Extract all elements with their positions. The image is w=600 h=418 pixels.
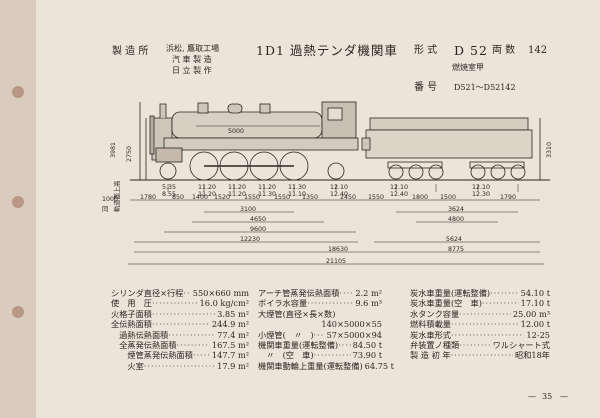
dim-18630: 18630: [328, 246, 349, 253]
dim-12230: 12230: [240, 236, 261, 243]
number-label: 番 号: [414, 82, 438, 93]
page-title: 1D1 過熱テンダ機関車: [256, 43, 398, 58]
binder-hole: [12, 306, 24, 318]
spec-column-2: アーチ管蒸発伝熱面積2.2 m² ボイラ水容量9.6 m³ 大煙管(直径×長×数…: [258, 288, 394, 371]
axle-load-2: 8.55: [162, 191, 177, 198]
spec-row: 使 用 圧16.0 kg/cm²: [111, 298, 249, 308]
axle-load-2: 11.30: [258, 191, 277, 198]
dim-21105: 21105: [326, 258, 347, 265]
axle-load: 11.20: [228, 184, 247, 191]
spec-row: 小煙管( 〃 )57×5000×94: [258, 330, 382, 340]
dim-1000: 1000: [102, 196, 119, 203]
page-number-dash: —: [560, 392, 568, 401]
dim-3310: 3310: [546, 141, 553, 158]
spec-row: 煙管蒸発伝熱面積147.7 m²: [111, 350, 249, 360]
spec-row: 炭水車重量(空 車)17.10 t: [410, 298, 550, 308]
dim-5624: 5624: [446, 236, 463, 243]
axle-load-2: 11.20: [228, 191, 247, 198]
dim-1550a: 1550: [244, 194, 261, 201]
spec-column-1: シリンダ直径×行程550×660 mm 使 用 圧16.0 kg/cm² 火格子…: [111, 288, 249, 371]
locomotive-svg: [128, 101, 550, 265]
spec-row: 火格子面積3.85 m²: [111, 309, 249, 319]
axle-load: 11.20: [198, 184, 217, 191]
maker-label: 製 造 所: [112, 46, 149, 57]
dim-1800: 1800: [412, 194, 429, 201]
spec-row: シリンダ直径×行程550×660 mm: [111, 288, 249, 298]
spec-row: 弁装置ノ種類ワルシャート式: [410, 340, 550, 350]
spec-row: 炭水車形式12-25: [410, 330, 550, 340]
dim-3981: 3981: [110, 141, 117, 158]
count-label: 両 数: [492, 45, 516, 56]
dim-1520: 1520: [214, 194, 231, 201]
dim-3624: 3624: [448, 206, 465, 213]
binding-spine: [0, 0, 36, 418]
dim-1500: 1500: [440, 194, 457, 201]
spec-row: 機関車動輪上重量(運転整備)64.75 t: [258, 360, 394, 371]
dim-2450: 2450: [340, 194, 357, 201]
number-value: D521～D52142: [454, 83, 516, 92]
axle-load: 11.30: [288, 184, 307, 191]
dim-1400: 1400: [192, 194, 209, 201]
fuel-note: 燃焼室甲: [452, 63, 484, 72]
binder-hole: [12, 86, 24, 98]
axle-load: 5.35: [162, 184, 177, 191]
dim-1350: 1350: [302, 194, 319, 201]
axle-load-2: 11.10: [288, 191, 307, 198]
dim-1790: 1790: [500, 194, 517, 201]
dim-5000: 5000: [228, 128, 245, 135]
axle-load: 12.10: [472, 184, 491, 191]
dim-4800: 4800: [448, 216, 465, 223]
dim-9600: 9600: [250, 226, 267, 233]
axle-load: 12.10: [390, 184, 409, 191]
type-label: 形 式: [414, 45, 438, 56]
spec-row: 過熱伝熱面積77.4 m²: [111, 330, 249, 340]
spec-row: 火室17.9 m²: [111, 361, 249, 371]
maker-2: 汽 車 製 造: [172, 55, 212, 64]
spec-row: 全蒸発伝熱面積167.5 m²: [111, 340, 249, 350]
dim-1780: 1780: [140, 194, 157, 201]
spec-row: 製 造 初 年昭和18年: [410, 350, 550, 360]
axle-load-2: 12.40: [330, 191, 349, 198]
maker-3: 日 立 製 作: [172, 66, 212, 75]
spec-row: 機関車重量(運転整備)84.50 t: [258, 340, 382, 350]
spec-row: ボイラ水容量9.6 m³: [258, 298, 382, 308]
spec-row: 全伝熱面積244.9 m²: [111, 319, 249, 329]
maker-1: 浜松, 鷹取工場: [166, 44, 220, 53]
type-value: D 52: [454, 43, 488, 58]
axle-load: 12.10: [330, 184, 349, 191]
axle-load-2: 12.40: [390, 191, 409, 198]
dim-3100: 3100: [240, 206, 257, 213]
spec-row: アーチ管蒸発伝熱面積2.2 m²: [258, 288, 382, 298]
spec-row: 水タンク容量25.00 m³: [410, 309, 550, 319]
binder-hole: [12, 196, 24, 208]
spec-row: 140×5000×55: [321, 319, 382, 330]
page-number: 35: [542, 392, 553, 401]
page-number-dash: —: [528, 392, 536, 401]
locomotive-drawing: 5000 3981 2750 3310 軌道面上高 1000 同 5.35 11…: [100, 88, 570, 276]
spec-row: 〃 (空 車)73.90 t: [258, 350, 382, 360]
col-label: 同: [102, 206, 109, 213]
dim-1550c: 1550: [368, 194, 385, 201]
axle-load: 11.20: [258, 184, 277, 191]
spec-row: 大煙管(直径×長×数): [258, 308, 336, 319]
spec-row: 燃料積載量12.00 t: [410, 319, 550, 329]
count-value: 142: [528, 45, 548, 56]
axle-load-2: 11.20: [198, 191, 217, 198]
dim-4650: 4650: [250, 216, 267, 223]
spec-column-3: 炭水車重量(運転整備)54.10 t 炭水車重量(空 車)17.10 t 水タン…: [410, 288, 550, 361]
dim-1550b: 1550: [274, 194, 291, 201]
dim-850: 850: [172, 194, 185, 201]
dim-2750: 2750: [126, 145, 133, 162]
axle-load-2: 12.30: [472, 191, 491, 198]
dim-8775: 8775: [448, 246, 465, 253]
spec-row: 炭水車重量(運転整備)54.10 t: [410, 288, 550, 298]
